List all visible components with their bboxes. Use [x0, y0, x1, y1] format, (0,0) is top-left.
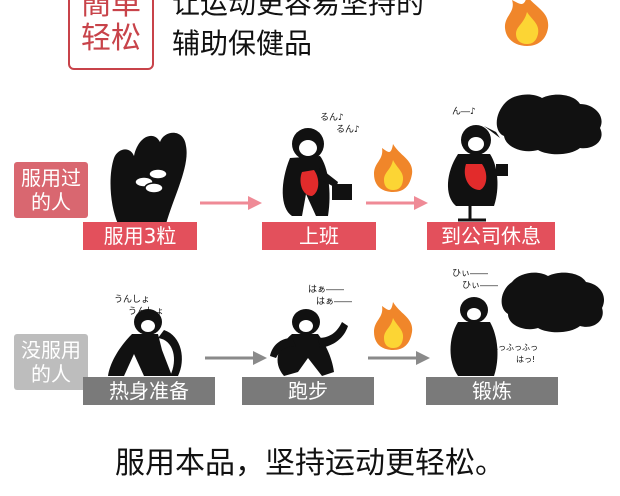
badge-line2: 轻松: [81, 21, 141, 56]
bubble-text: ひぃ――: [462, 280, 498, 291]
headline-line1: 让运动更容易坚持的: [172, 0, 425, 20]
row2-label-line2: 的人: [31, 362, 71, 386]
step-running: 跑步: [242, 377, 374, 405]
flame-icon: [504, 0, 549, 46]
step-rest-at-office: 到公司休息: [427, 222, 555, 250]
row1-label-line2: 的人: [31, 190, 71, 214]
row1-label: 服用过 的人: [14, 162, 88, 218]
bubble-text: はっ!: [516, 355, 535, 364]
row2-label: 没服用 的人: [14, 334, 88, 390]
step-exercise: 锻炼: [426, 377, 558, 405]
bubble-text: るん♪: [320, 112, 344, 123]
arrow-right-icon: [205, 351, 267, 365]
stretching-sloth-illustration: うんしょ うんしょ: [108, 294, 182, 376]
bubble-text: ん―♪: [452, 106, 476, 117]
bubble-text: ふっふっふっ: [490, 343, 538, 352]
flame-icon: [374, 144, 413, 192]
walking-sloth-illustration: るん♪ るん♪: [282, 112, 360, 216]
bubble-text: るん♪: [336, 124, 360, 135]
footer-slogan: 服用本品，坚持运动更轻松。: [115, 446, 505, 481]
hand-with-pills-illustration: [110, 132, 187, 224]
badge-line1: 簡単: [81, 0, 141, 22]
bubble-text: はぁ――: [316, 296, 352, 307]
step-go-to-work: 上班: [262, 222, 376, 250]
headline-line2: 辅助保健品: [172, 27, 313, 60]
step-take-pills: 服用3粒: [83, 222, 197, 250]
arrow-right-icon: [200, 196, 262, 210]
flame-icon: [374, 302, 413, 350]
bubble-text: ひぃ――: [452, 268, 488, 279]
arrow-right-icon: [366, 196, 428, 210]
resting-sloth-illustration: ん―♪: [447, 94, 602, 222]
row2-label-line1: 没服用: [21, 338, 81, 362]
step-warm-up: 热身准备: [83, 377, 215, 405]
bubble-text: うんしょ: [114, 294, 150, 305]
running-sloth-illustration: はぁ―― はぁ――: [270, 284, 352, 376]
bubble-text: はぁ――: [308, 284, 344, 295]
row1-label-line1: 服用过: [21, 166, 81, 190]
easy-badge: 簡単 轻松: [68, 0, 154, 70]
exhausted-sloth-illustration: ひぃ―― ひぃ―― ふっふっふっ はっ!: [450, 268, 605, 376]
arrow-right-icon: [368, 351, 430, 365]
